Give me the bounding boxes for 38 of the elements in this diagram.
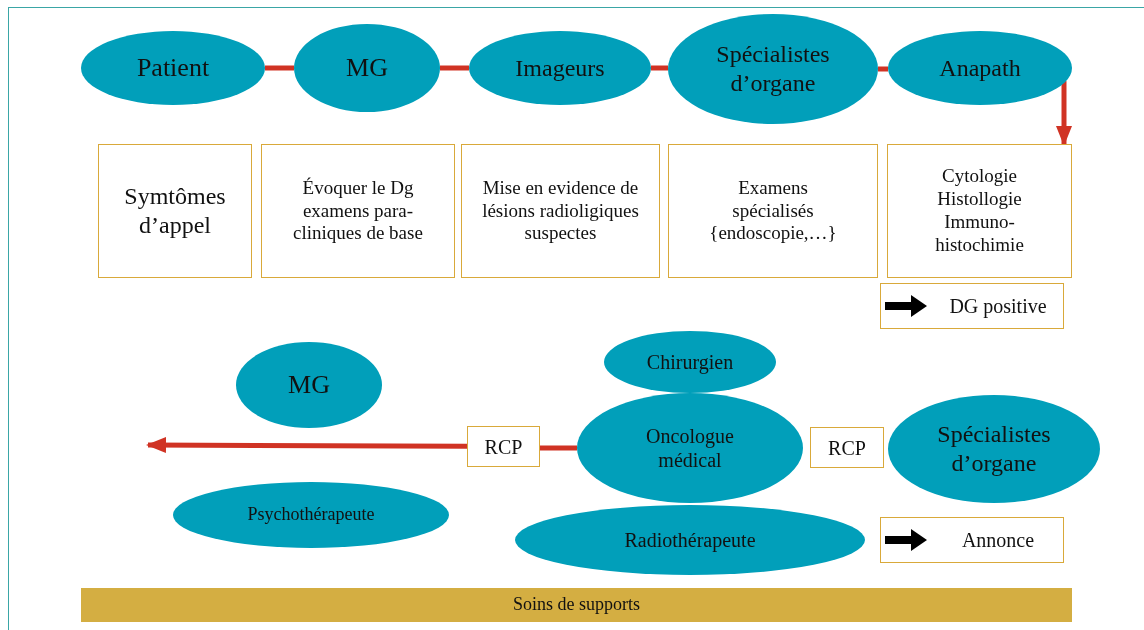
arrow — [146, 437, 467, 454]
node-label: Évoquer le Dg examens para-cliniques de base — [292, 176, 424, 246]
node-label: Psychothérapeute — [247, 504, 375, 526]
text-box — [461, 144, 660, 278]
connector-line — [540, 445, 577, 451]
text-box — [887, 144, 1072, 278]
node-label: MG — [288, 369, 330, 401]
node-label: RCP — [484, 434, 523, 459]
node-label: Chirurgien — [646, 350, 734, 374]
text-box — [810, 427, 884, 468]
banner-bar — [81, 588, 1072, 622]
node-label: Imageurs — [515, 53, 605, 83]
connector-line — [878, 66, 888, 72]
text-box — [98, 144, 252, 278]
arrow — [1056, 81, 1072, 146]
node-label: Patient — [136, 52, 210, 84]
text-box — [880, 283, 1064, 329]
node-label: Oncologue médical — [645, 424, 735, 472]
connector-line — [265, 65, 294, 71]
text-box — [261, 144, 455, 278]
node-label: MG — [346, 52, 388, 84]
text-box — [880, 517, 1064, 563]
node-label: Anapath — [939, 53, 1021, 83]
node-label: Examens spécialisés {endoscopie,…} — [708, 176, 838, 246]
node-label: Annonce — [960, 528, 1036, 552]
node-label: RCP — [828, 435, 866, 460]
node-label: Radiothérapeute — [624, 528, 756, 552]
connector-line — [651, 65, 668, 71]
connector-line — [440, 65, 469, 71]
node-label: Spécialistes d’organe — [715, 40, 831, 98]
node-label: Cytologie Histollogie Immuno-histochimie — [934, 165, 1025, 257]
node-label: Symtômes d’appel — [123, 182, 227, 240]
banner-text: Soins de supports — [513, 594, 640, 616]
node-label: DG positive — [948, 294, 1048, 318]
text-box — [668, 144, 878, 278]
node-label: Spécialistes d’organe — [936, 420, 1052, 478]
text-box — [467, 426, 540, 467]
node-label: Mise en evidence de lésions radioligiques suspectes — [481, 176, 640, 246]
